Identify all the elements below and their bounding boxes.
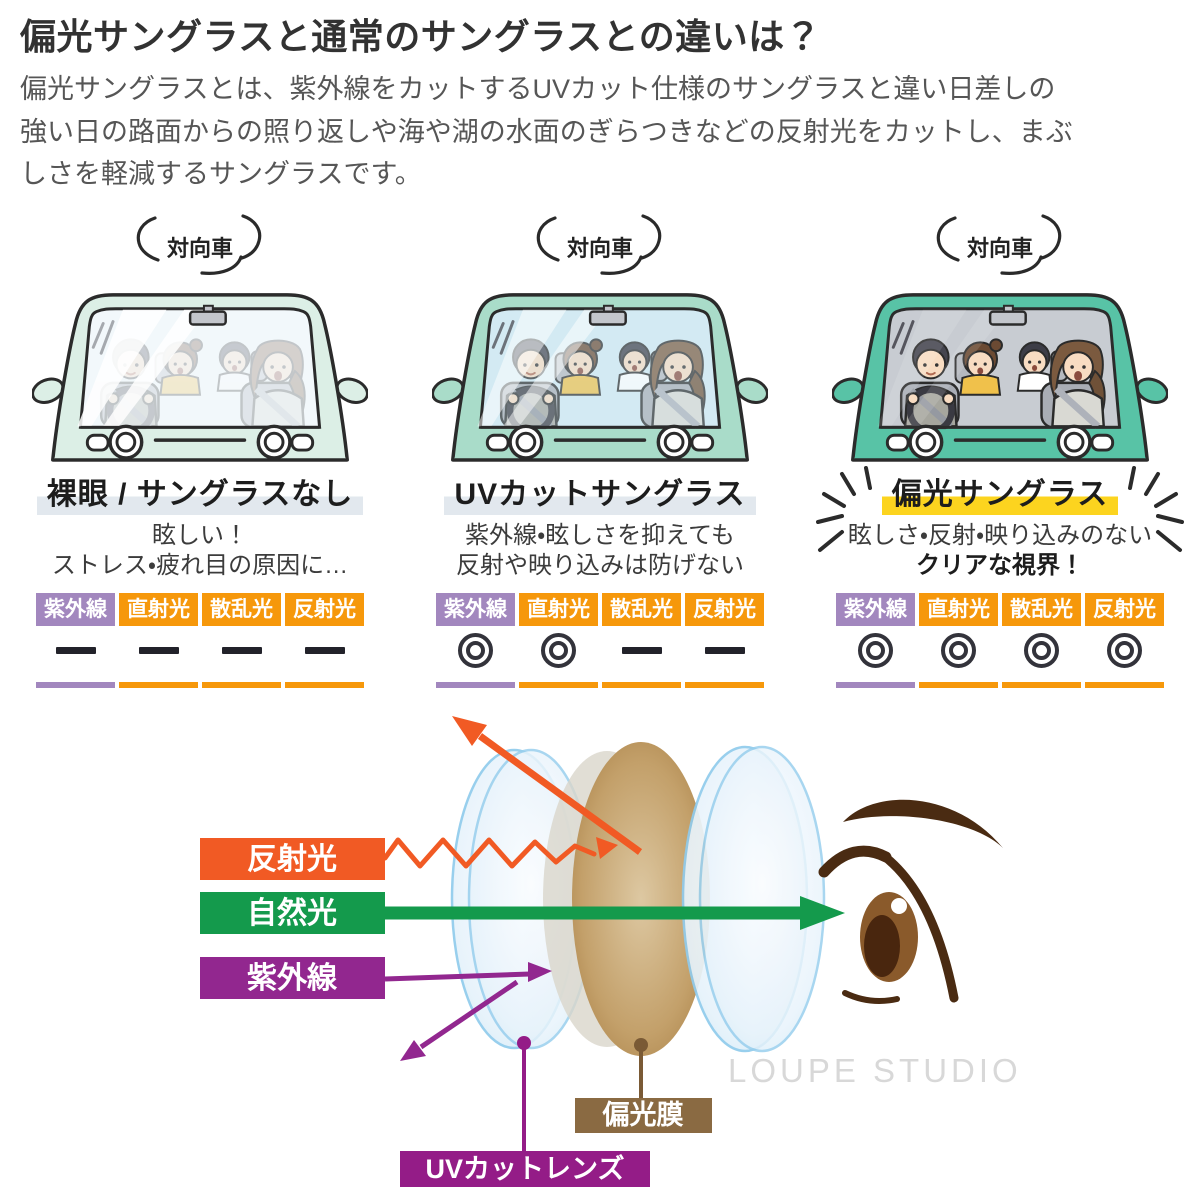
- light-table: 紫外線直射光散乱光反射光: [36, 592, 364, 688]
- column-underline: [285, 681, 364, 688]
- not-blocked-mark: [285, 628, 364, 674]
- car-front-illustration: [832, 276, 1168, 464]
- not-blocked-mark: [202, 628, 281, 674]
- light-type-header: 反射光: [285, 592, 364, 626]
- category-label: 偏光サングラス: [800, 469, 1200, 515]
- natural-light-arrow: 自然光: [200, 892, 845, 934]
- column-underline: [202, 681, 281, 688]
- intro-paragraph: 偏光サングラスとは、紫外線をカットするUVカット仕様のサングラスと違い日差しの …: [20, 68, 1180, 196]
- not-blocked-mark: [119, 628, 198, 674]
- oncoming-car-balloon: 対向車: [800, 210, 1200, 276]
- light-type-header: 紫外線: [836, 592, 915, 626]
- blocked-mark: [436, 628, 515, 674]
- column-underline: [1085, 681, 1164, 688]
- column-underline: [119, 681, 198, 688]
- description-line: 眩しさ・反射・映り込みのない: [847, 521, 1153, 549]
- balloon-text: 対向車: [566, 235, 633, 261]
- reflected-light-label: 反射光: [247, 843, 337, 876]
- category-description: 眩しさ・反射・映り込みのない クリアな視界！: [800, 521, 1200, 581]
- light-type-header: 紫外線: [436, 592, 515, 626]
- light-type-header: 直射光: [519, 592, 598, 626]
- blocked-mark: [919, 628, 998, 674]
- light-type-header: 散乱光: [1002, 592, 1081, 626]
- column-underline: [519, 681, 598, 688]
- uv-cut-lens-label: UVカットレンズ: [426, 1153, 625, 1184]
- sparkle-burst-icon: [1128, 465, 1184, 552]
- blocked-mark: [1002, 628, 1081, 674]
- oncoming-car-balloon: 対向車: [0, 210, 400, 276]
- car-front-illustration: [32, 276, 368, 464]
- oncoming-car-balloon: 対向車: [400, 210, 800, 276]
- comparison-columns: 対向車 裸眼 / サングラスなし 眩しい！ ストレス・疲れ目の原因に… 紫外線直…: [0, 210, 1200, 688]
- description-line: 紫外線・眩しさを抑えても: [465, 521, 735, 549]
- column-naked-eye: 対向車 裸眼 / サングラスなし 眩しい！ ストレス・疲れ目の原因に… 紫外線直…: [0, 210, 400, 688]
- column-uv-cut-sunglasses: 対向車 UVカットサングラス 紫外線・眩しさを抑えても 反射や映り込みは防げない…: [400, 210, 800, 688]
- uv-cut-lens-callout: UVカットレンズ: [400, 1036, 650, 1187]
- description-line: クリアな視界！: [916, 551, 1084, 579]
- light-type-header: 紫外線: [36, 592, 115, 626]
- sparkle-burst-icon: [816, 465, 872, 552]
- not-blocked-mark: [685, 628, 764, 674]
- reflected-light-arrow: 反射光: [200, 716, 643, 880]
- light-table: 紫外線直射光散乱光反射光: [436, 592, 764, 688]
- column-underline: [436, 681, 515, 688]
- intro-line: 強い日の路面からの照り返しや海や湖の水面のぎらつきなどの反射光をカットし、まぶ: [20, 116, 1073, 147]
- watermark: LOUPE STUDIO: [728, 1052, 1022, 1089]
- category-description: 紫外線・眩しさを抑えても 反射や映り込みは防げない: [400, 521, 800, 581]
- light-type-header: 散乱光: [202, 592, 281, 626]
- light-type-header: 反射光: [685, 592, 764, 626]
- car-front-illustration: [432, 276, 768, 464]
- natural-light-label: 自然光: [247, 896, 337, 930]
- light-type-header: 直射光: [919, 592, 998, 626]
- blocked-mark: [519, 628, 598, 674]
- not-blocked-mark: [36, 628, 115, 674]
- category-description: 眩しい！ ストレス・疲れ目の原因に…: [0, 521, 400, 581]
- column-underline: [36, 681, 115, 688]
- polarizing-film-label: 偏光膜: [602, 1100, 684, 1130]
- uv-label: 紫外線: [247, 962, 338, 995]
- not-blocked-mark: [602, 628, 681, 674]
- column-underline: [602, 681, 681, 688]
- intro-line: しさを軽減するサングラスです。: [20, 159, 422, 190]
- column-underline: [919, 681, 998, 688]
- blocked-mark: [1085, 628, 1164, 674]
- light-type-header: 散乱光: [602, 592, 681, 626]
- light-type-header: 反射光: [1085, 592, 1164, 626]
- description-line: 眩しい！: [152, 521, 248, 549]
- uv-light-arrow: 紫外線: [200, 957, 552, 1061]
- light-type-header: 直射光: [119, 592, 198, 626]
- blocked-mark: [836, 628, 915, 674]
- polarizing-film-shape: [572, 742, 710, 1056]
- column-underline: [836, 681, 915, 688]
- description-line: ストレス・疲れ目の原因に…: [51, 551, 349, 579]
- column-underline: [1002, 681, 1081, 688]
- intro-line: 偏光サングラスとは、紫外線をカットするUVカット仕様のサングラスと違い日差しの: [20, 74, 1056, 104]
- balloon-text: 対向車: [966, 235, 1033, 261]
- inner-lens-shape: [681, 745, 826, 1053]
- light-table: 紫外線直射光散乱光反射光: [836, 592, 1164, 688]
- description-line: 反射や映り込みは防げない: [456, 551, 744, 579]
- polarizing-film-callout: 偏光膜: [575, 1038, 712, 1133]
- header-section: 偏光サングラスと通常のサングラスとの違いは？ 偏光サングラスとは、紫外線をカット…: [0, 0, 1200, 196]
- lens-structure-diagram: LOUPE STUDIO 反射光: [200, 716, 1022, 1187]
- balloon-text: 対向車: [166, 235, 233, 261]
- eye-illustration: [818, 799, 1003, 1004]
- column-underline: [685, 681, 764, 688]
- page-title: 偏光サングラスと通常のサングラスとの違いは？: [20, 16, 822, 57]
- category-label: UVカットサングラス: [400, 469, 800, 515]
- column-polarized-sunglasses: 対向車 偏光サングラス 眩しさ・反射・映り込みのない: [800, 210, 1200, 688]
- category-label: 裸眼 / サングラスなし: [0, 469, 400, 515]
